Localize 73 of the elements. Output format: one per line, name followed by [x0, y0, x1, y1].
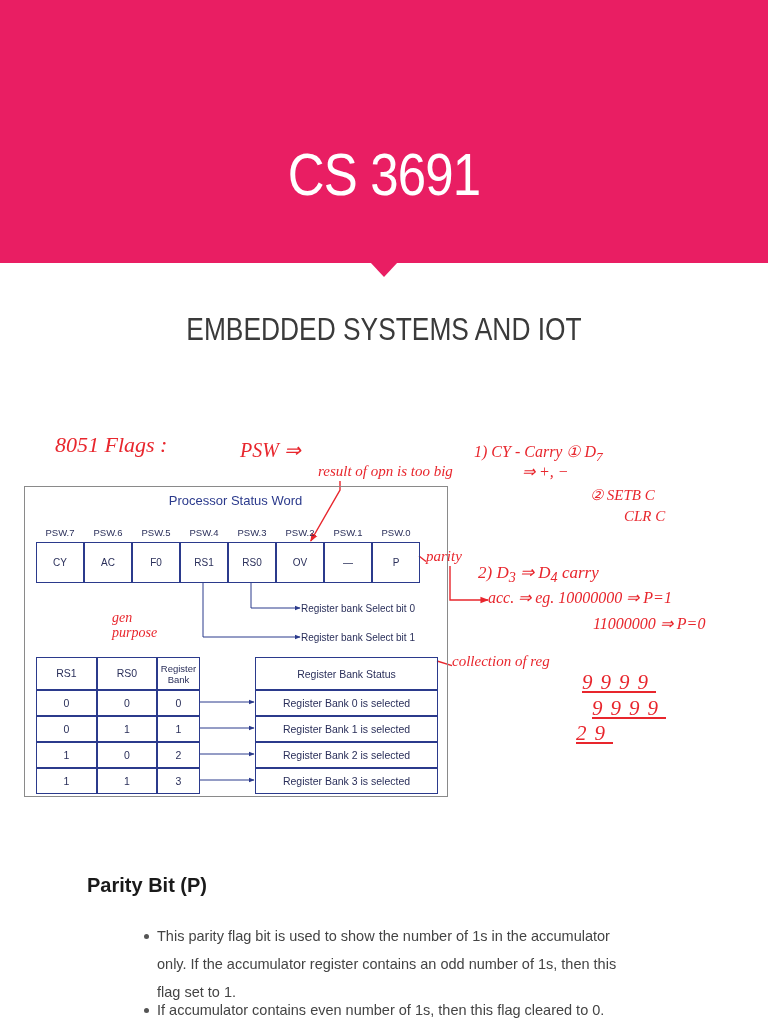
handwritten-line	[418, 555, 427, 563]
bit-description: Register bank Select bit 0	[301, 599, 447, 619]
column-heading: Register Bank	[157, 657, 200, 690]
bit-position-label: PSW.4	[188, 527, 220, 539]
slide-title: CS 3691	[286, 140, 482, 209]
bit-position-label: PSW.2	[284, 527, 316, 539]
handwritten-note: 8051 Flags :	[55, 432, 168, 458]
bullet-text: This parity flag bit is used to show the number of 1s in the accumulator only. If the accumulator register contains an odd number of 1s, then this flag set to 1.	[157, 927, 618, 1002]
bit-value: 1	[97, 768, 157, 794]
status-row: Register Bank 2 is selected	[255, 742, 438, 768]
bit-value: 1	[97, 716, 157, 742]
table-header-row	[36, 657, 200, 690]
bit-description: Register bank Select bit 1	[301, 628, 447, 648]
handwritten-digits: 9999	[582, 670, 656, 695]
register-bit: CY	[36, 542, 84, 583]
table-row	[36, 742, 200, 768]
column-heading: RS1	[36, 657, 97, 690]
handwritten-note: CLR C	[624, 508, 666, 525]
bit-position-label: PSW.5	[140, 527, 172, 539]
bit-value: 0	[36, 690, 97, 716]
handwritten-arrow	[310, 480, 341, 542]
arrow	[198, 699, 255, 705]
slide-subtitle: EMBEDDED SYSTEMS AND IOT	[185, 312, 583, 348]
bit-value: 1	[36, 768, 97, 794]
register-bit: P	[372, 542, 420, 583]
register-bit: F0	[132, 542, 180, 583]
bit-value: 1	[36, 742, 97, 768]
register-bit: AC	[84, 542, 132, 583]
bit-value: 0	[97, 690, 157, 716]
bit-position-label: PSW.6	[92, 527, 124, 539]
handwritten-note: PSW ⇒	[240, 438, 301, 462]
table-row	[36, 768, 200, 794]
status-row: Register Bank 0 is selected	[255, 690, 438, 716]
handwritten-note: 2) D$_{3}$ ⇒ D$_{4}$ carry	[478, 562, 599, 587]
arrow	[250, 581, 301, 611]
frame-title: Processor Status Word	[167, 493, 304, 508]
bit-value: 3	[157, 768, 200, 794]
handwritten-digits: 29	[576, 721, 613, 746]
register-bit: RS1	[180, 542, 228, 583]
handwritten-line	[436, 660, 453, 667]
register-bit: RS0	[228, 542, 276, 583]
handwritten-note: ② SETB C	[590, 486, 655, 504]
arrow	[198, 777, 255, 783]
bit-position-label: PSW.3	[236, 527, 268, 539]
handwritten-digits: 9999	[592, 696, 666, 721]
register-bit: OV	[276, 542, 324, 583]
handwritten-note: collection of reg	[452, 650, 592, 672]
arrow	[202, 581, 301, 640]
handwritten-note: parity	[426, 546, 472, 566]
section-heading: Parity Bit (P)	[87, 874, 208, 897]
bit-value: 0	[157, 690, 200, 716]
status-header: Register Bank Status	[255, 657, 438, 690]
table-row	[36, 690, 200, 716]
handwritten-note: gen purpose	[112, 610, 159, 640]
bit-value: 2	[157, 742, 200, 768]
status-row: Register Bank 1 is selected	[255, 716, 438, 742]
bit-value: 1	[157, 716, 200, 742]
bit-value: 0	[36, 716, 97, 742]
status-row: Register Bank 3 is selected	[255, 768, 438, 794]
bit-position-label: PSW.0	[380, 527, 412, 539]
arrow	[198, 751, 255, 757]
arrow	[198, 725, 255, 731]
register-bit: —	[324, 542, 372, 583]
bit-position-label: PSW.1	[332, 527, 364, 539]
handwritten-arrow	[449, 565, 489, 604]
handwritten-line: acc. ⇒ eg. 10000000 ⇒ P=1	[488, 588, 672, 609]
column-heading: RS0	[97, 657, 157, 690]
handwritten-line: 11000000 ⇒ P=0	[593, 614, 706, 634]
bit-position-label: PSW.7	[44, 527, 76, 539]
table-row	[36, 716, 200, 742]
handwritten-note: result of opn is too big	[318, 461, 470, 481]
bullet-text: If accumulator contains even number of 1s, then this flag cleared to 0.	[157, 1001, 606, 1020]
bit-value: 0	[97, 742, 157, 768]
